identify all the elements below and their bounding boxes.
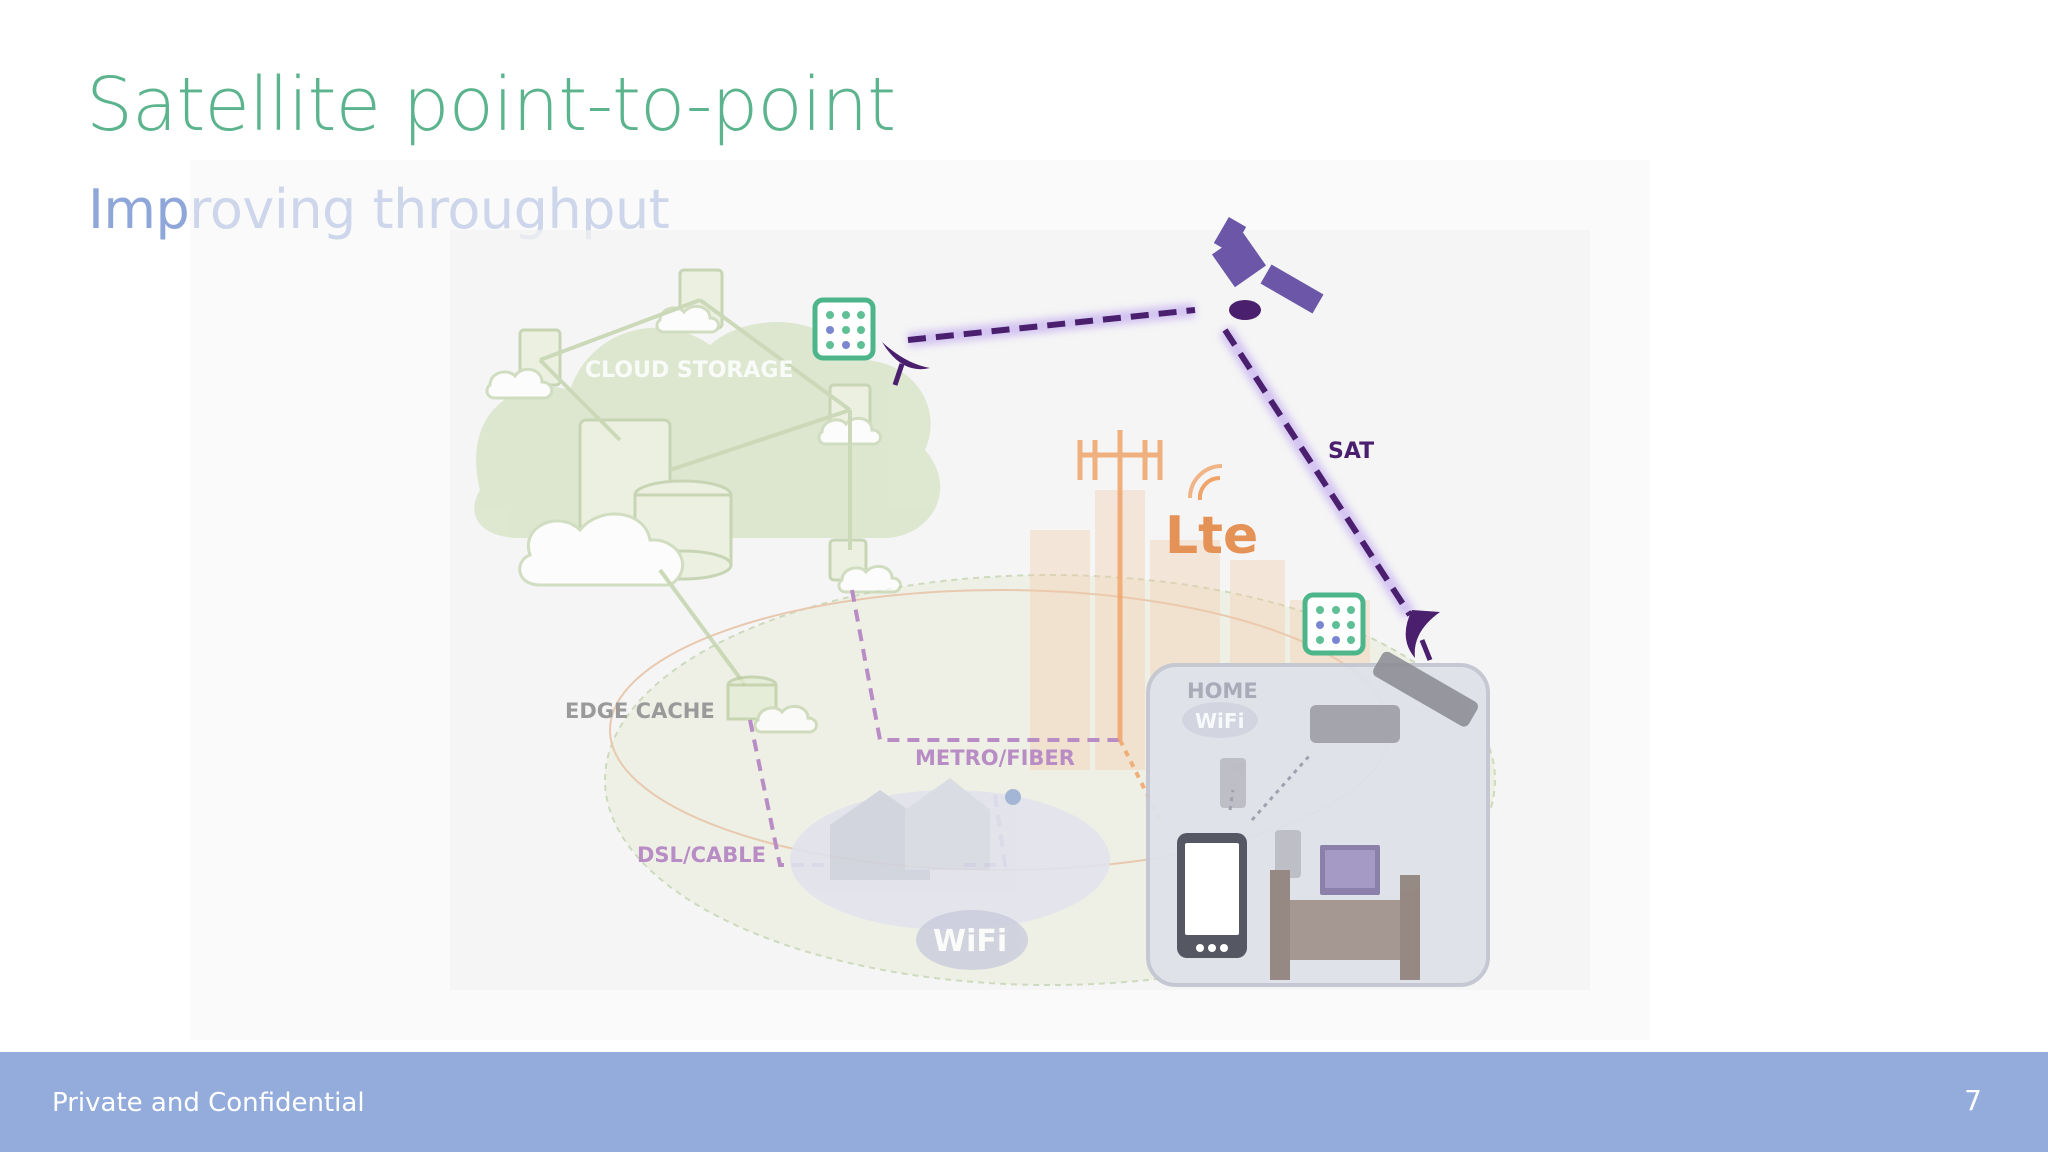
fiber-node [1005,789,1021,805]
wifi-badge-home: WiFi [1182,702,1258,738]
label-edge-cache: EDGE CACHE [565,699,715,723]
svg-text:WiFi: WiFi [1195,709,1244,733]
edge-cache-node [726,675,818,734]
home-devices [1220,651,1478,980]
label-dsl-cable: DSL/CABLE [637,843,766,867]
houses [790,778,1110,930]
footer-bar: Private and Confidential 7 [0,1052,2048,1152]
footer-confidential: Private and Confidential [52,1088,365,1118]
lte-logo: Lte [1165,464,1258,566]
lte-tower [1077,430,1163,821]
svg-text:Lte: Lte [1165,506,1258,566]
label-cloud-storage: CLOUD STORAGE [585,358,793,383]
phone-device [1177,833,1247,958]
satellite-link [907,307,1413,617]
satellite-dish-home [1405,610,1440,661]
satellite-icon [1211,217,1324,320]
cache-box-cloud [812,297,876,361]
wifi-badge-bottom: WiFi [916,910,1028,970]
satellite-dish-cloud [882,342,930,386]
label-sat: SAT [1328,439,1374,464]
label-metro-fiber: METRO/FIBER [915,746,1075,770]
slide-title: Satellite point-to-point [86,62,896,148]
cloud-icons [485,304,902,594]
network-diagram: CLOUD STORAGE EDGE CACHE METRO/FIBER DSL… [190,160,1650,1040]
cloud-storage [474,268,941,687]
svg-text:WiFi: WiFi [933,924,1007,959]
page-number: 7 [1964,1084,1982,1117]
cache-box-home [1302,592,1366,656]
label-home: HOME [1187,679,1258,703]
